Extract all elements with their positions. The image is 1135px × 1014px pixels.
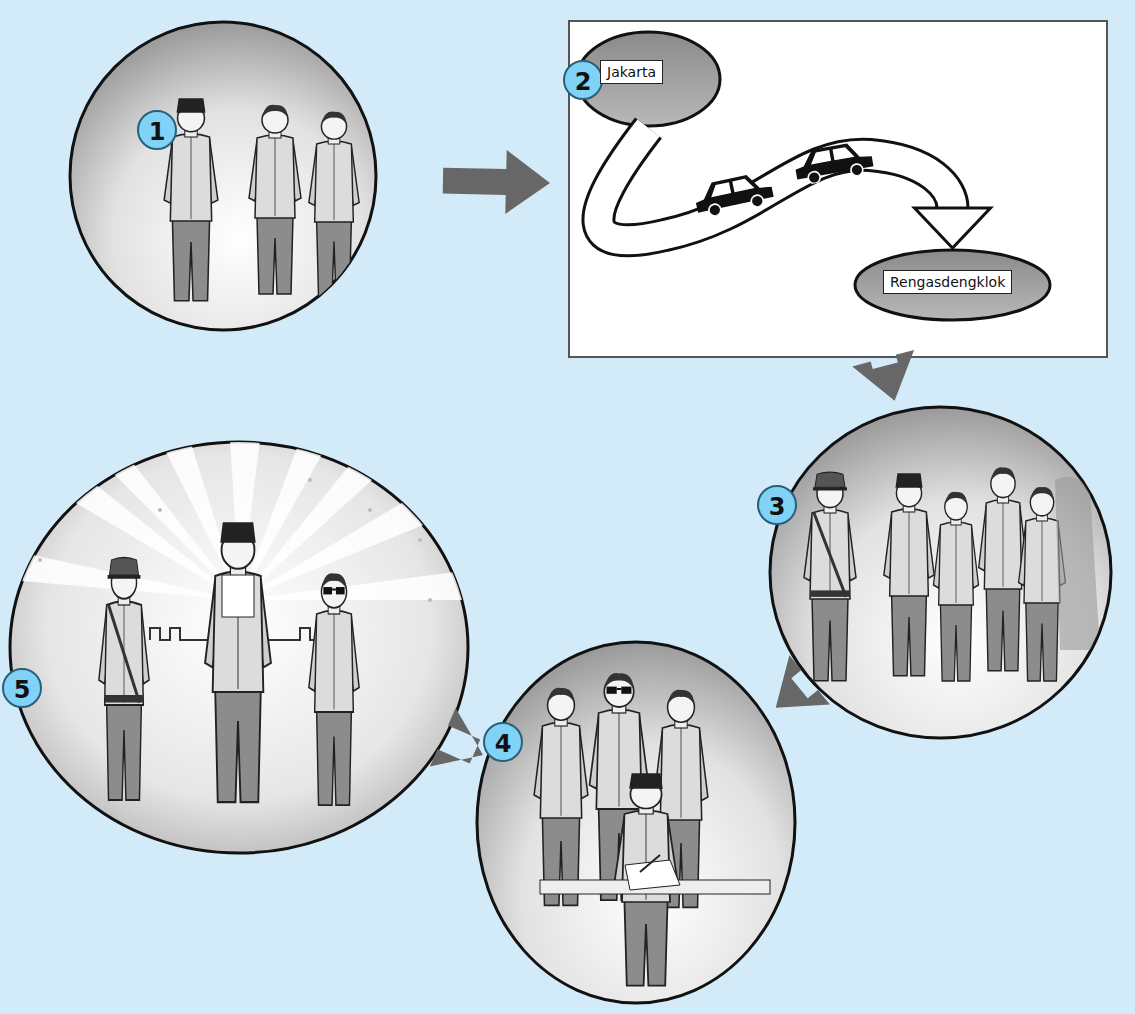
scene-3-figures <box>804 467 1100 681</box>
place-label: Jakarta <box>600 60 663 84</box>
place-label: Rengasdengklok <box>883 270 1012 294</box>
road-arrow <box>598 128 990 248</box>
panel-outline <box>68 20 378 332</box>
flow-arrow <box>852 350 914 401</box>
panel-outline <box>8 440 470 855</box>
flow-arrow <box>776 655 830 708</box>
callout-number: 4 <box>483 722 523 762</box>
panel-outline <box>475 640 797 1005</box>
scene-panel: 3 <box>768 405 1113 740</box>
callout-number: 1 <box>137 110 177 150</box>
scene-4-figures <box>534 673 770 985</box>
scene-panel: 4 <box>475 640 797 1005</box>
scene-5-figures <box>10 440 470 805</box>
scene-2-cars <box>692 140 874 220</box>
scene-panel: 5 <box>8 440 470 855</box>
callout-number: 2 <box>563 60 603 100</box>
flow-arrow <box>443 150 550 214</box>
panel-outline <box>768 405 1113 740</box>
scene-panel: 2JakartaRengasdengklok <box>568 20 1108 358</box>
place-bubble: Rengasdengklok <box>853 248 1052 322</box>
scene-1-figures <box>164 98 359 301</box>
callout-number: 3 <box>757 485 797 525</box>
flow-arrow <box>430 708 483 767</box>
callout-number: 5 <box>2 668 42 708</box>
scene-panel: 1 <box>68 20 378 332</box>
